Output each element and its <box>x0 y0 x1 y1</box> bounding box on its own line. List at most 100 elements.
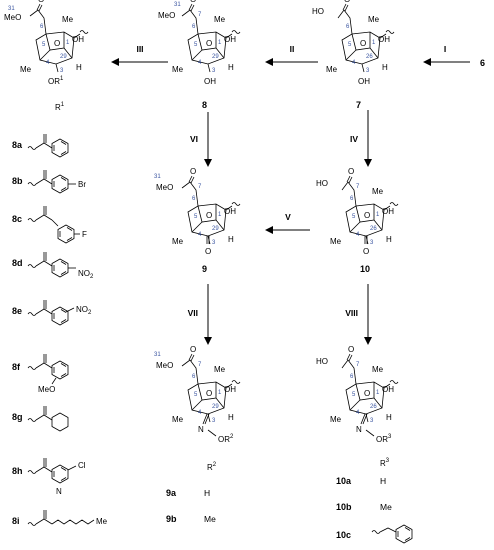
compound-label-6: 6 <box>480 58 485 68</box>
atom-number-31: 31 <box>174 2 181 8</box>
atom-number-29: 29 <box>212 226 219 232</box>
atom-h: H <box>228 63 234 72</box>
structure-compound-7: HO O Me OH O Me H OH 6 5 1 26 4 3 <box>312 0 395 86</box>
group-cl: Cl <box>78 461 86 470</box>
group-ho: HO <box>312 7 324 16</box>
group-me: Me <box>372 187 384 196</box>
derivative-8e: 8e NO2 <box>12 299 92 326</box>
group-oh: OH <box>204 77 216 86</box>
atom-number-7: 7 <box>356 362 360 368</box>
derivative-8d: 8d NO2 <box>12 251 94 280</box>
atom-n: N <box>198 425 204 434</box>
group-me: Me <box>326 65 338 74</box>
group-me: Me <box>172 65 184 74</box>
derivative-10b: 10b Me <box>336 502 392 512</box>
atom-number-26: 26 <box>370 404 377 410</box>
atom-number-1: 1 <box>218 390 222 396</box>
group-me: Me <box>368 15 380 24</box>
atom-h: H <box>382 63 388 72</box>
step-label-viii: VIII <box>345 308 358 318</box>
atom-number-31: 31 <box>154 352 161 358</box>
group-me: Me <box>172 237 184 246</box>
atom-number-1: 1 <box>376 212 380 218</box>
derivative-8a: 8a <box>12 133 69 158</box>
group-meo: MeO <box>158 11 175 20</box>
svg-text:8b: 8b <box>12 176 23 186</box>
atom-number-1: 1 <box>218 40 222 46</box>
structure-compound-9: 31 MeO O 7 OH O Me H O 6 5 1 29 4 3 <box>154 167 241 256</box>
group-me: Me <box>214 365 226 374</box>
svg-text:8f: 8f <box>12 362 21 372</box>
derivative-8f: 8f MeO <box>12 353 69 394</box>
atom-number-4: 4 <box>356 410 360 416</box>
atom-h: H <box>228 235 234 244</box>
atom-number-7: 7 <box>198 184 202 190</box>
atom-h: H <box>386 235 392 244</box>
atom-number-5: 5 <box>194 42 198 48</box>
atom-number-29: 29 <box>212 404 219 410</box>
group-ho: HO <box>316 357 328 366</box>
atom-number-7: 7 <box>198 12 202 18</box>
step-label-vi: VI <box>190 134 198 144</box>
step-label-v: V <box>285 212 291 222</box>
group-oh: OH <box>382 207 394 216</box>
group-me: Me <box>20 65 32 74</box>
derivative-9b: 9b Me <box>166 514 216 524</box>
atom-number-1: 1 <box>372 40 376 46</box>
derivative-10a: 10a H <box>336 476 386 486</box>
atom-number-4: 4 <box>352 60 356 66</box>
atom-o: O <box>206 389 212 398</box>
group-oh: OH <box>382 385 394 394</box>
atom-number-29: 29 <box>212 54 219 60</box>
group-ho: HO <box>316 179 328 188</box>
structure-oxime-9: 31 MeO O 7 Me OH O Me H N OR2 6 5 1 29 4… <box>154 345 241 444</box>
atom-number-6: 6 <box>192 196 196 202</box>
atom-number-1: 1 <box>218 212 222 218</box>
r2-header: R2 <box>207 462 217 472</box>
step-label-i: I <box>444 44 446 54</box>
atom-h: H <box>228 413 234 422</box>
atom-n: N <box>56 487 62 496</box>
atom-h: H <box>386 413 392 422</box>
compound-label-9: 9 <box>202 264 207 274</box>
group-me: Me <box>330 415 342 424</box>
atom-number-4: 4 <box>198 410 202 416</box>
group-f: F <box>82 230 87 239</box>
atom-o: O <box>348 167 354 176</box>
derivative-8c: 8c F <box>12 205 87 244</box>
svg-text:H: H <box>380 476 386 486</box>
svg-text:8h: 8h <box>12 466 23 476</box>
group-me: Me <box>330 237 342 246</box>
group-me: Me <box>62 15 74 24</box>
atom-number-26: 26 <box>366 54 373 60</box>
atom-o: O <box>190 345 196 354</box>
atom-number-5: 5 <box>194 214 198 220</box>
step-label-iv: IV <box>350 134 358 144</box>
derivative-8g: 8g <box>12 405 69 432</box>
atom-number-3: 3 <box>370 418 374 424</box>
atom-number-3: 3 <box>212 418 216 424</box>
atom-number-3: 3 <box>60 68 64 74</box>
group-or2: OR2 <box>218 434 234 444</box>
group-oh: OH <box>224 35 236 44</box>
derivative-8i: 8i Me <box>12 509 108 526</box>
compound-label-8: 8 <box>202 100 207 110</box>
atom-o: O <box>38 0 44 4</box>
atom-h: H <box>76 63 82 72</box>
svg-text:9b: 9b <box>166 514 177 524</box>
atom-number-31: 31 <box>154 174 161 180</box>
svg-text:10b: 10b <box>336 502 352 512</box>
group-me: Me <box>172 415 184 424</box>
atom-number-5: 5 <box>352 214 356 220</box>
group-meo: MeO <box>156 183 173 192</box>
r3-header: R3 <box>380 458 390 468</box>
structure-compound-8: 31 MeO O 7 Me OH O Me H OH 6 5 1 29 4 3 <box>158 0 241 86</box>
group-me: Me <box>214 15 226 24</box>
atom-o: O <box>348 345 354 354</box>
atom-n: N <box>356 425 362 434</box>
group-or3: OR3 <box>376 434 392 444</box>
atom-number-7: 7 <box>198 362 202 368</box>
atom-number-6: 6 <box>350 196 354 202</box>
group-or1: OR1 <box>48 76 64 86</box>
atom-number-29: 29 <box>60 54 67 60</box>
